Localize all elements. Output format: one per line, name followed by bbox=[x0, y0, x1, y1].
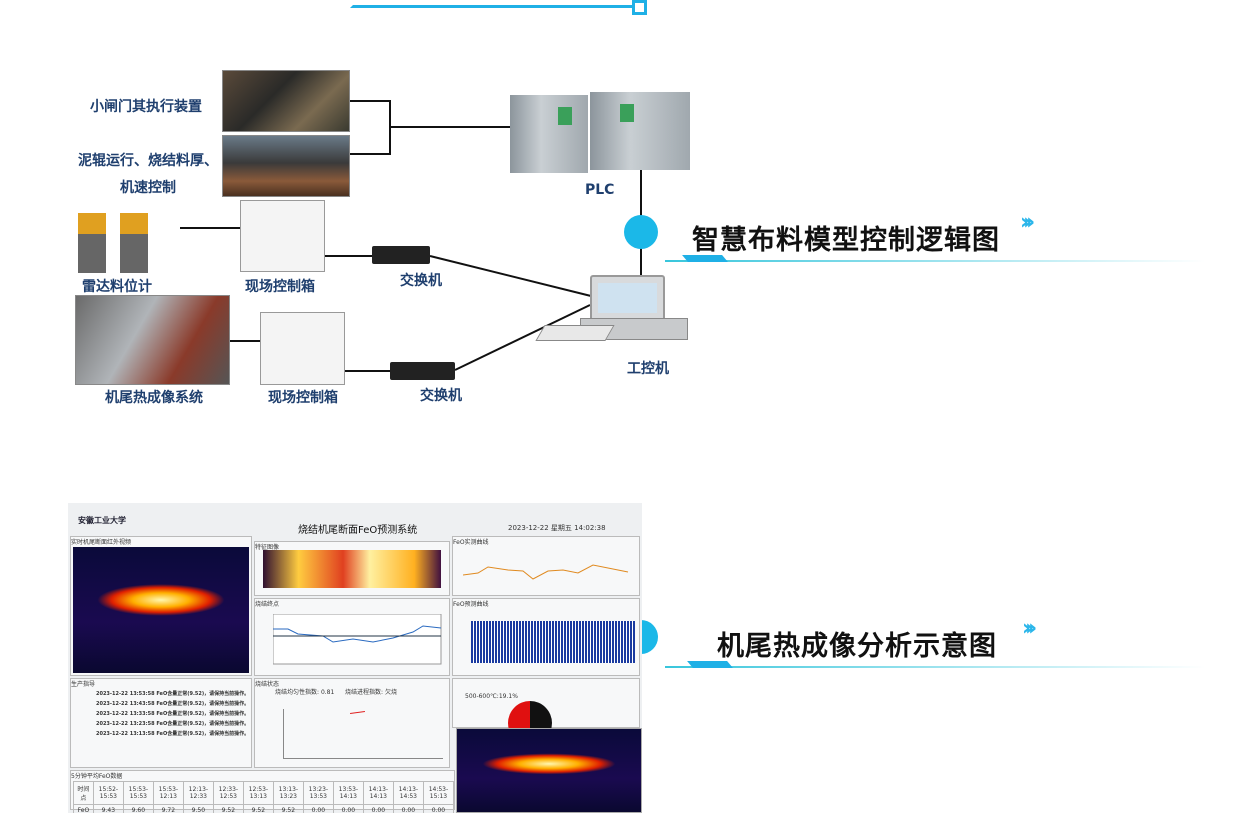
table-header-cell: 14:53-15:13 bbox=[422, 781, 455, 805]
top-decoration-line bbox=[350, 0, 640, 8]
app-title: 烧结机尾断面FeO预测系统 bbox=[298, 525, 418, 536]
label-speed: 机速控制 bbox=[120, 180, 176, 196]
table-header-cell: 13:13-13:23 bbox=[272, 781, 304, 805]
table-header-cell: 13:53-14:13 bbox=[332, 781, 364, 805]
university-logo-text: 安徽工业大学 bbox=[78, 516, 126, 525]
panel-title: FeO实测曲线 bbox=[453, 539, 489, 546]
connector-line bbox=[350, 153, 390, 155]
label-cabinet-1: 现场控制箱 bbox=[245, 279, 315, 295]
table-cell: 0.00 bbox=[332, 804, 364, 813]
connector-line bbox=[350, 100, 390, 102]
chevrons-icon: ››› bbox=[1022, 616, 1037, 641]
thermal-camera-photo bbox=[75, 295, 230, 385]
connector-line bbox=[325, 255, 373, 257]
label-switch-2: 交换机 bbox=[420, 388, 462, 404]
control-cabinet bbox=[240, 200, 325, 272]
table-header-cell: 15:53-15:53 bbox=[122, 781, 154, 805]
panel-title: FeO预测曲线 bbox=[453, 601, 489, 608]
table-cell: 0.00 bbox=[362, 804, 394, 813]
underline-accent bbox=[682, 255, 728, 262]
network-switch bbox=[390, 362, 455, 380]
table-header-cell: 13:23-13:53 bbox=[302, 781, 334, 805]
table-header-cell: 12:33-12:53 bbox=[212, 781, 244, 805]
panel-title: 实时机尾断面红外视频 bbox=[71, 539, 132, 546]
connector-line bbox=[345, 370, 391, 372]
panel-title: 烧结状态 bbox=[255, 681, 280, 688]
computer-monitor bbox=[590, 275, 665, 325]
underline-accent bbox=[687, 661, 733, 668]
label-gate: 小闸门其执行装置 bbox=[90, 99, 202, 115]
chevrons-icon: ››› bbox=[1020, 210, 1035, 235]
label-cabinet-2: 现场控制箱 bbox=[268, 390, 338, 406]
label-switch-1: 交换机 bbox=[400, 273, 442, 289]
title-underline bbox=[665, 260, 1205, 262]
table-header-cell: 14:13-14:53 bbox=[392, 781, 424, 805]
table-header-cell: 时间点 bbox=[73, 781, 94, 805]
table-cell: 0.00 bbox=[302, 804, 334, 813]
section-dot bbox=[624, 215, 658, 249]
table-header-cell: 15:52-15:53 bbox=[92, 781, 124, 805]
table-cell: 9.52 bbox=[242, 804, 274, 813]
network-switch bbox=[372, 246, 430, 264]
network-lines bbox=[429, 255, 596, 371]
keyboard bbox=[535, 325, 615, 341]
label-roller: 泥辊运行、烧结料厚、 bbox=[78, 153, 218, 169]
datetime: 2023-12-22 星期五 14:02:38 bbox=[508, 524, 606, 532]
table-title: 5分钟平均FeO数据 bbox=[71, 773, 123, 780]
top-decoration-square bbox=[632, 0, 647, 15]
table-header-cell: 14:13-14:13 bbox=[362, 781, 394, 805]
table-cell: 0.00 bbox=[422, 804, 455, 813]
diagram-title: 智慧布料模型控制逻辑图 bbox=[692, 225, 1000, 256]
table-cell: 0.00 bbox=[392, 804, 424, 813]
gate-photo bbox=[222, 70, 350, 132]
table-cell: FeO bbox=[73, 804, 94, 813]
table-header-cell: 12:13-12:33 bbox=[182, 781, 214, 805]
roller-photo bbox=[222, 135, 350, 197]
control-cabinet bbox=[260, 312, 345, 385]
connector-line bbox=[180, 227, 240, 229]
radar-sensor bbox=[78, 213, 106, 273]
section-title: 机尾热成像分析示意图 bbox=[717, 631, 997, 662]
plc-module bbox=[510, 95, 588, 173]
panel-title: 烧结终点 bbox=[255, 601, 280, 608]
table-cell: 9.50 bbox=[182, 804, 214, 813]
table-cell: 9.52 bbox=[272, 804, 304, 813]
label-radar: 雷达料位计 bbox=[82, 279, 152, 295]
title-underline bbox=[665, 666, 1205, 668]
table-header-cell: 12:53-13:13 bbox=[242, 781, 274, 805]
table-cell: 9.72 bbox=[152, 804, 184, 813]
feo-system-screenshot: 安徽工业大学 烧结机尾断面FeO预测系统 2023-12-22 星期五 14:0… bbox=[68, 503, 642, 813]
table-header-cell: 15:53-12:13 bbox=[152, 781, 184, 805]
connector-line bbox=[390, 126, 512, 128]
table-cell: 9.43 bbox=[92, 804, 124, 813]
label-thermal: 机尾热成像系统 bbox=[105, 390, 203, 406]
panel-title: 特征图像 bbox=[255, 544, 280, 551]
label-plc: PLC bbox=[585, 182, 615, 198]
connector-line bbox=[230, 340, 262, 342]
label-ipc: 工控机 bbox=[627, 361, 669, 377]
plc-module bbox=[590, 92, 690, 170]
panel-title: 生产指导 bbox=[71, 681, 96, 688]
table-cell: 9.52 bbox=[212, 804, 244, 813]
radar-sensor bbox=[120, 213, 148, 273]
table-cell: 9.60 bbox=[122, 804, 154, 813]
